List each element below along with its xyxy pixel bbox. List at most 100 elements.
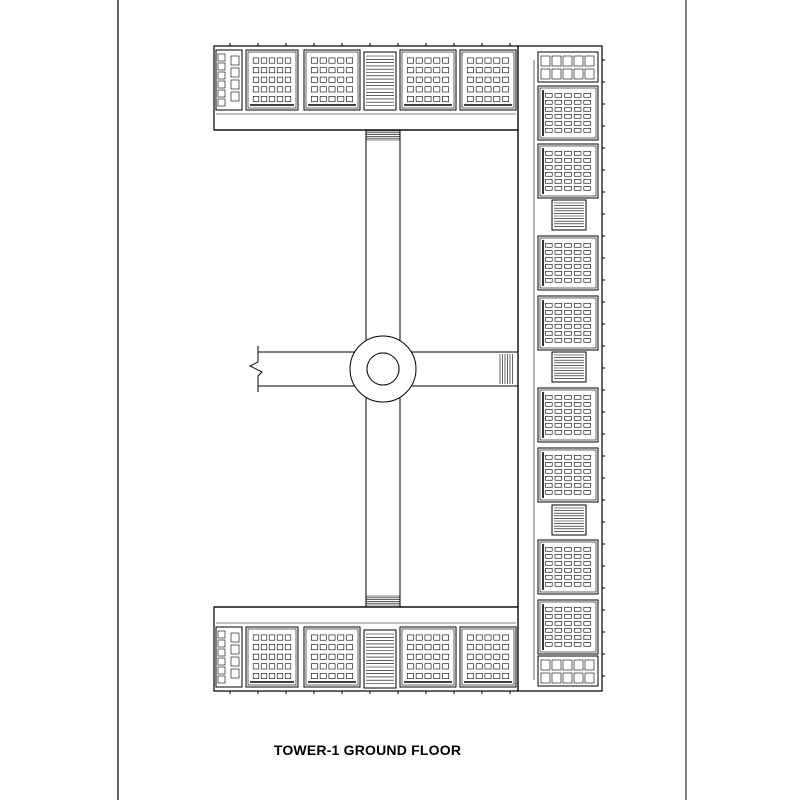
desk [564,317,572,322]
desk [433,67,441,74]
toilet-stall [217,98,226,107]
desk [415,673,423,679]
desk [493,57,501,64]
desk [554,614,563,619]
desk [554,151,563,156]
classroom-wall [537,599,599,655]
stair-well [551,351,587,383]
desk [545,628,553,633]
classroom [459,626,517,688]
desk [554,243,563,248]
desk [583,409,591,414]
desk [554,172,563,177]
desk [433,76,441,83]
desk [346,67,353,74]
desk [311,96,318,102]
desk [545,278,553,283]
desk [346,634,353,641]
desk [573,568,582,573]
desk [583,462,591,467]
desk [573,607,582,612]
desk [475,644,483,651]
desk [268,96,276,102]
desk [583,483,591,488]
desk [573,243,582,248]
desk [252,76,260,83]
classroom [537,235,599,291]
desk [328,96,336,102]
desk [545,151,553,156]
toilet-block [537,655,599,687]
desk [545,402,553,407]
sheet-border [117,0,687,800]
desk [502,96,509,102]
desk [564,151,572,156]
desk [433,86,441,93]
toilet-stall [573,672,584,684]
desk [337,67,345,74]
desk [328,653,336,660]
desk [415,653,423,660]
classroom-wall [459,49,517,111]
desk [545,264,553,269]
desk [475,96,483,102]
toilet-block [215,49,243,111]
desk [328,644,336,651]
classroom-wall [303,49,361,111]
desk [564,607,572,612]
desk [554,158,563,163]
desk [583,628,591,633]
desk [554,179,563,184]
desk [564,128,572,133]
desk [583,310,591,315]
desk [484,57,492,64]
desk [407,673,414,679]
desk [276,644,284,651]
toilet-stall [562,659,573,671]
desk [424,96,432,102]
desk [252,644,260,651]
desk [268,673,276,679]
desk [564,395,572,400]
desk [583,642,591,647]
desk [252,67,260,74]
desk [573,455,582,460]
desk [484,96,492,102]
desk [284,653,292,660]
desk [502,86,509,93]
desk [573,338,582,343]
desk [554,430,563,435]
desk [433,673,441,679]
desk [573,423,582,428]
desk [583,423,591,428]
desk [573,114,582,119]
roundabout-mask [367,353,399,385]
desk [545,186,553,191]
desk [328,634,336,641]
desk [433,96,441,102]
desk [573,462,582,467]
desk [564,250,572,255]
desk [573,186,582,191]
desk [467,663,474,670]
desk [545,257,553,262]
desk [502,644,509,651]
north-toilets [215,49,243,111]
classroom [303,49,361,111]
desk [545,621,553,626]
desk [564,310,572,315]
desk [583,575,591,580]
desk [564,324,572,329]
desk [337,86,345,93]
east-wing-rooms [533,51,605,687]
desk [328,57,336,64]
desk [573,635,582,640]
desk [564,100,572,105]
desk [554,338,563,343]
desk [284,67,292,74]
desk [573,303,582,308]
classroom-inner-wall [539,87,597,139]
desk [415,644,423,651]
toilet-stall [562,68,573,80]
desk [337,634,345,641]
